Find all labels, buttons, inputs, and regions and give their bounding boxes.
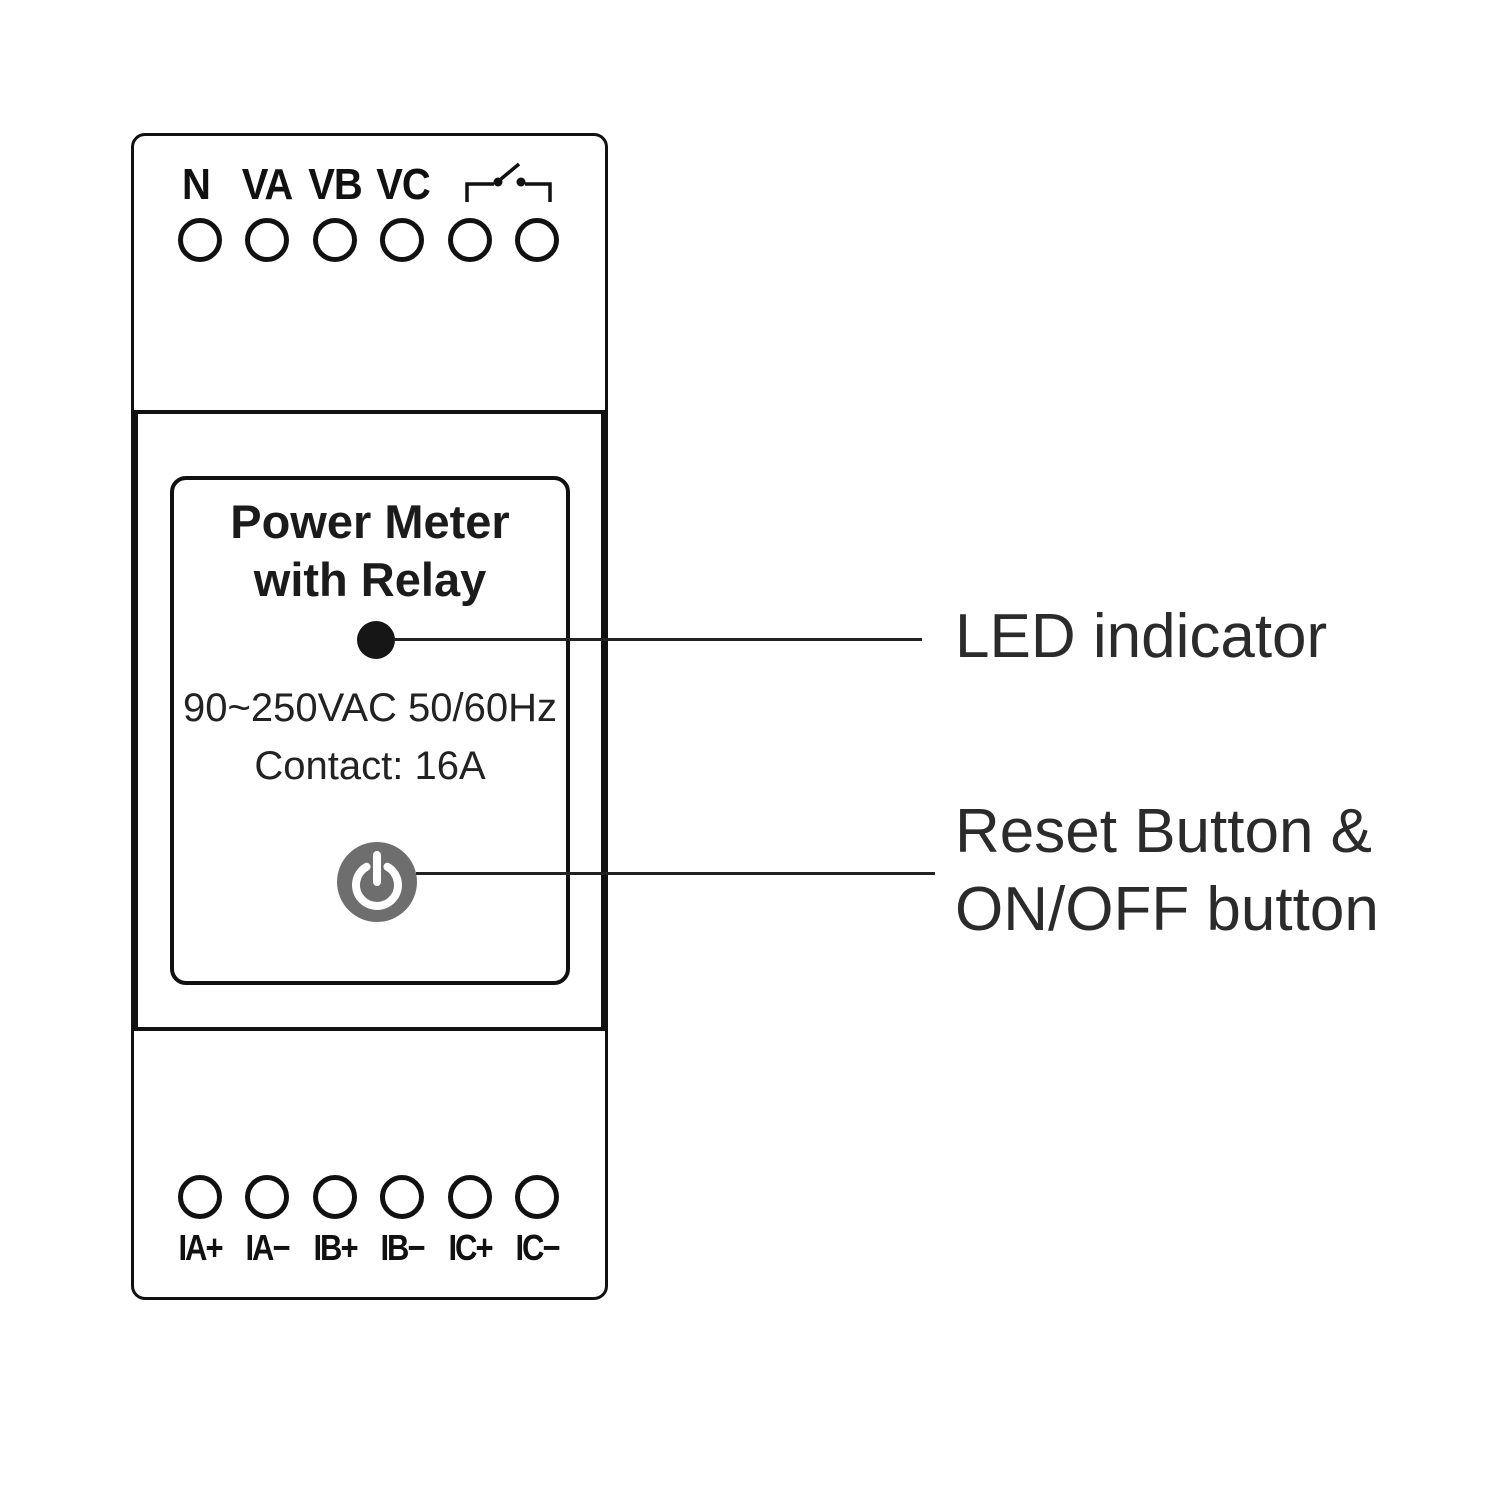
terminal-hole-ic-plus (448, 1175, 492, 1219)
terminal-hole-ia-minus (245, 1175, 289, 1219)
terminal-hole-ic-minus (515, 1175, 559, 1219)
terminal-label-vc: VC (376, 161, 431, 209)
spec-contact: Contact: 16A (254, 744, 486, 788)
terminal-hole-va (245, 218, 289, 262)
terminal-label-ia-plus: IA+ (178, 1226, 223, 1269)
led-indicator-dot (357, 621, 395, 659)
device-front-panel-outline (170, 476, 570, 985)
led-indicator-label: LED indicator (955, 602, 1328, 671)
device-middle-section-outline (134, 410, 605, 1031)
terminal-hole-ib-minus (380, 1175, 424, 1219)
terminal-label-ic-minus: IC− (515, 1226, 560, 1269)
device-title: Power Meter with Relay (170, 493, 570, 609)
device-title-line2: with Relay (253, 553, 487, 606)
terminal-hole-vb (313, 218, 357, 262)
device-specs: 90~250VAC 50/60Hz Contact: 16A (170, 679, 570, 795)
terminal-label-ib-plus: IB+ (313, 1226, 358, 1269)
reset-callout-line (416, 872, 935, 875)
relay-contact-icon (465, 162, 552, 202)
terminal-hole-ib-plus (313, 1175, 357, 1219)
terminal-label-va: VA (241, 161, 294, 209)
terminal-hole-vc (380, 218, 424, 262)
device-outline (131, 133, 608, 1300)
terminal-hole-relay-1 (448, 218, 492, 262)
terminal-label-ib-minus: IB− (380, 1226, 425, 1269)
led-callout-line (394, 638, 922, 641)
reset-button-label-line2: ON/OFF button (955, 875, 1379, 944)
terminal-hole-ia-plus (178, 1175, 222, 1219)
reset-button-label: Reset Button & ON/OFF button (955, 793, 1379, 949)
terminal-label-vb: VB (308, 161, 363, 209)
terminal-hole-n (178, 218, 222, 262)
spec-voltage: 90~250VAC 50/60Hz (183, 686, 557, 730)
device-title-line1: Power Meter (230, 495, 510, 548)
terminal-label-ia-minus: IA− (245, 1226, 290, 1269)
terminal-label-ic-plus: IC+ (448, 1226, 493, 1269)
reset-button-label-line1: Reset Button & (955, 797, 1373, 866)
power-button (337, 842, 417, 922)
power-icon (352, 851, 402, 910)
terminal-hole-relay-2 (515, 218, 559, 262)
terminal-label-n: N (182, 161, 211, 209)
